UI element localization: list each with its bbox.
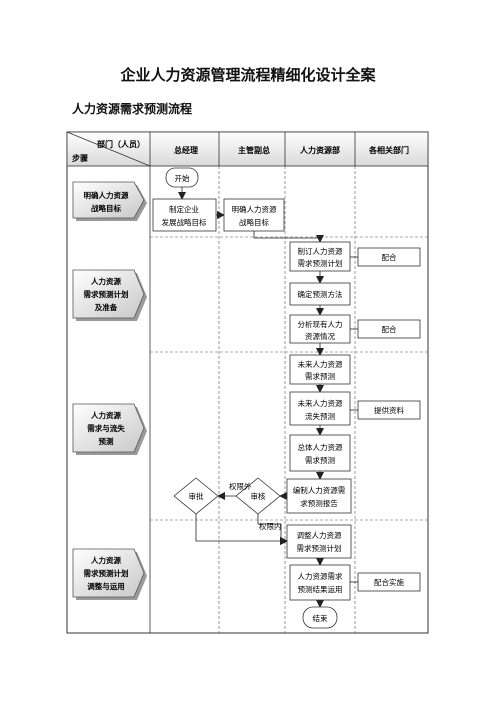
svg-text:需求预测计划: 需求预测计划 <box>298 258 343 268</box>
header-step-label: 步骤 <box>72 153 88 163</box>
connectors <box>178 187 358 608</box>
svg-text:明确人力资源: 明确人力资源 <box>232 204 277 214</box>
decision-approve: 审批 <box>173 477 219 515</box>
label-over-authority: 权限外 <box>229 481 252 491</box>
svg-text:确定预测方法: 确定预测方法 <box>298 289 343 299</box>
svg-text:预测结果运用: 预测结果运用 <box>298 584 343 594</box>
start-node: 开始 <box>165 167 199 188</box>
svg-text:审核: 审核 <box>251 491 266 501</box>
node-method: 确定预测方法 <box>289 282 351 306</box>
header-dept-label: 部门（人员） <box>97 139 145 149</box>
svg-text:制订人力资源: 制订人力资源 <box>298 246 343 256</box>
step-forecast-plan: 人力资源 需求预测计划 及准备 <box>72 269 147 321</box>
node-apply: 人力资源需求 预测结果运用 <box>289 564 351 601</box>
svg-text:人力资源: 人力资源 <box>91 410 121 420</box>
node-adjust: 调整人力资源 需求预测计划 <box>286 524 352 559</box>
svg-text:战略目标: 战略目标 <box>91 203 121 213</box>
svg-text:需求预测: 需求预测 <box>305 455 335 465</box>
document-subtitle: 人力资源需求预测流程 <box>72 102 193 116</box>
svg-text:战略目标: 战略目标 <box>239 217 269 227</box>
svg-text:结束: 结束 <box>313 613 328 623</box>
lane-header-vp: 主管副总 <box>238 145 270 155</box>
step-strategy-goal: 明确人力资源 战略目标 <box>72 181 147 221</box>
svg-text:需求预测计划: 需求预测计划 <box>297 543 342 553</box>
node-total-demand: 总体人力资源 需求预测 <box>289 434 351 472</box>
node-future-demand: 未来人力资源 需求预测 <box>289 354 351 385</box>
node-cooperate-implement: 配合实施 <box>357 572 421 592</box>
svg-text:总体人力资源: 总体人力资源 <box>298 442 343 452</box>
svg-text:编制人力资源需: 编制人力资源需 <box>293 485 346 495</box>
svg-text:需求预测: 需求预测 <box>305 371 335 381</box>
svg-text:预测: 预测 <box>99 436 114 446</box>
svg-text:求预测报告: 求预测报告 <box>300 498 338 508</box>
svg-text:需求与流失: 需求与流失 <box>87 423 125 433</box>
svg-text:配合: 配合 <box>382 252 397 262</box>
step-demand-loss: 人力资源 需求与流失 预测 <box>72 403 147 455</box>
svg-text:人力资源需求: 人力资源需求 <box>298 571 343 581</box>
node-plan: 制订人力资源 需求预测计划 <box>289 241 351 272</box>
node-ceo-strategy: 制定企业 发展战略目标 <box>152 198 217 232</box>
svg-text:分析现有人力: 分析现有人力 <box>298 319 343 329</box>
lane-header-ceo: 总经理 <box>174 145 198 155</box>
header-row <box>66 131 429 167</box>
svg-text:及准备: 及准备 <box>95 302 118 312</box>
node-analyze: 分析现有人力 资源情况 <box>289 314 351 344</box>
svg-text:人力资源: 人力资源 <box>91 555 121 565</box>
node-provide-info: 提供资料 <box>357 400 421 420</box>
svg-text:配合实施: 配合实施 <box>374 577 404 587</box>
svg-text:未来人力资源: 未来人力资源 <box>298 398 343 408</box>
document-title: 企业人力资源管理流程精细化设计全案 <box>120 66 376 84</box>
svg-text:流失预测: 流失预测 <box>305 411 335 421</box>
svg-text:需求预测计划: 需求预测计划 <box>84 568 129 578</box>
lane-header-related: 各相关部门 <box>368 145 409 155</box>
svg-text:提供资料: 提供资料 <box>374 405 404 415</box>
label-within-authority: 权限内 <box>259 521 282 531</box>
svg-text:明确人力资源: 明确人力资源 <box>84 190 129 200</box>
svg-text:调整与运用: 调整与运用 <box>87 581 125 591</box>
svg-text:配合: 配合 <box>382 324 397 334</box>
svg-text:资源情况: 资源情况 <box>305 331 335 341</box>
decision-review: 审核 <box>235 477 281 515</box>
lane-header-hr: 人力资源部 <box>300 145 340 155</box>
node-vp-strategy: 明确人力资源 战略目标 <box>223 198 285 232</box>
end-node: 结束 <box>302 606 338 629</box>
svg-text:审批: 审批 <box>189 491 204 501</box>
header-diagonal <box>66 131 151 167</box>
node-report: 编制人力资源需 求预测报告 <box>286 478 352 514</box>
svg-text:发展战略目标: 发展战略目标 <box>162 217 207 227</box>
node-cooperate-1: 配合 <box>357 247 421 267</box>
svg-text:未来人力资源: 未来人力资源 <box>298 359 343 369</box>
svg-text:制定企业: 制定企业 <box>169 204 199 214</box>
node-future-loss: 未来人力资源 流失预测 <box>289 391 351 426</box>
svg-text:调整人力资源: 调整人力资源 <box>297 530 342 540</box>
svg-text:需求预测计划: 需求预测计划 <box>84 289 129 299</box>
svg-text:开始: 开始 <box>175 173 190 183</box>
svg-text:人力资源: 人力资源 <box>91 276 121 286</box>
step-adjust-apply: 人力资源 需求预测计划 调整与运用 <box>72 548 147 600</box>
node-cooperate-2: 配合 <box>357 319 421 339</box>
